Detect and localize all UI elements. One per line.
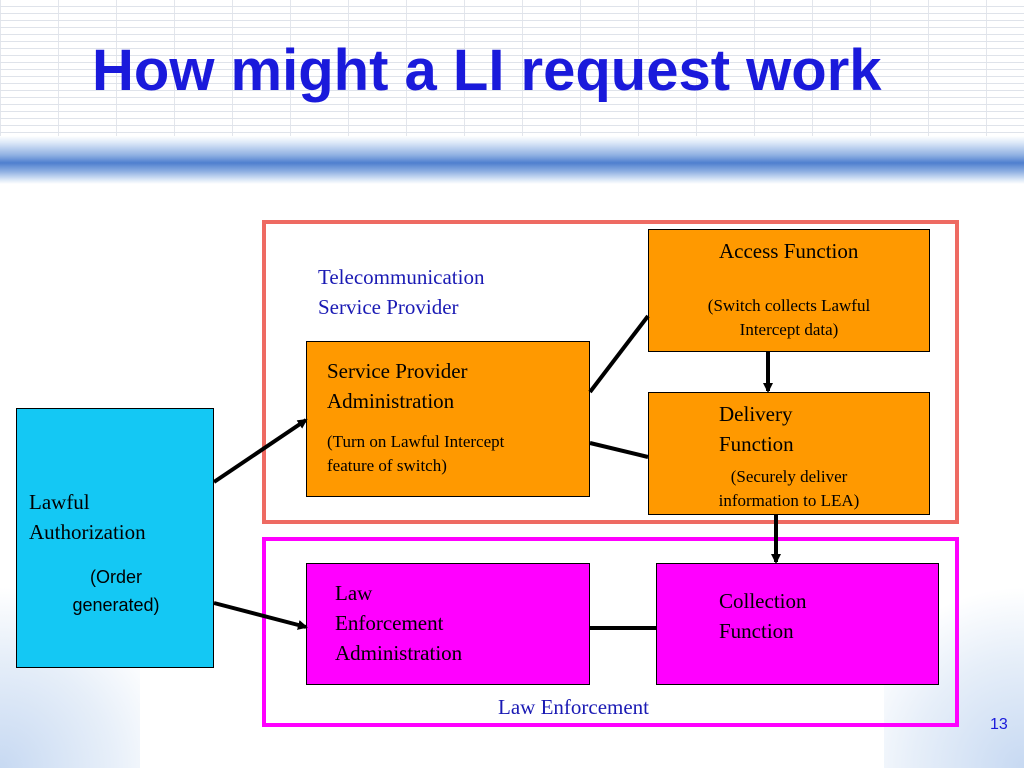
node-title-line: Service Provider bbox=[327, 359, 468, 383]
node-subtitle: (Switch collects Lawful Intercept data) bbox=[649, 294, 929, 342]
node-subtitle-line: (Switch collects Lawful bbox=[707, 296, 871, 315]
node-title-line: Delivery bbox=[719, 402, 793, 426]
node-title: Law Enforcement Administration bbox=[335, 578, 462, 668]
node-title-line: Function bbox=[719, 432, 794, 456]
group-label-telecom-provider: Telecommunication Service Provider bbox=[318, 262, 484, 322]
node-title-line: Collection bbox=[719, 589, 807, 613]
node-subtitle-line: information to LEA) bbox=[718, 491, 860, 510]
node-subtitle: (Turn on Lawful Intercept feature of swi… bbox=[327, 430, 504, 478]
header-band bbox=[0, 136, 1024, 184]
group-label-line: Service Provider bbox=[318, 295, 459, 319]
node-subtitle-line: (Securely deliver bbox=[730, 467, 848, 486]
edge-spa-to-access bbox=[588, 314, 650, 394]
node-subtitle-line: (Order bbox=[89, 567, 142, 587]
group-law-enforcement bbox=[262, 537, 959, 727]
node-subtitle-line: Intercept data) bbox=[739, 320, 839, 339]
node-delivery-function: Delivery Function (Securely deliver info… bbox=[648, 392, 930, 515]
node-collection-function: Collection Function bbox=[656, 563, 939, 685]
node-title: Access Function bbox=[719, 236, 858, 266]
edge-lawful-to-spa bbox=[212, 418, 308, 484]
edge-spa-to-delivery bbox=[589, 441, 649, 459]
group-label-law-enforcement: Law Enforcement bbox=[498, 695, 650, 719]
node-subtitle: (Order generated) bbox=[17, 563, 215, 619]
node-lawful-authorization: Lawful Authorization (Order generated) bbox=[16, 408, 214, 668]
node-title-line: Lawful bbox=[29, 490, 90, 514]
node-title: Collection Function bbox=[719, 586, 807, 646]
node-law-enforcement-administration: Law Enforcement Administration bbox=[306, 563, 590, 685]
node-title-line: Administration bbox=[327, 389, 455, 413]
edge-lawful-to-lea bbox=[213, 601, 308, 630]
node-title-line: Authorization bbox=[29, 520, 146, 544]
node-title-line: Function bbox=[719, 619, 794, 643]
page-number: 13 bbox=[990, 716, 1008, 733]
node-title: Delivery Function bbox=[719, 399, 794, 459]
node-title-line: Access Function bbox=[719, 239, 859, 263]
node-subtitle-line: feature of switch) bbox=[327, 456, 447, 475]
node-subtitle-line: generated) bbox=[72, 595, 160, 615]
slide-title: How might a LI request work bbox=[92, 38, 882, 103]
node-title-line: Law bbox=[335, 581, 373, 605]
node-subtitle: (Securely deliver information to LEA) bbox=[649, 465, 929, 513]
node-title-line: Enforcement bbox=[335, 611, 444, 635]
group-telecom-provider bbox=[262, 220, 959, 524]
node-service-provider-administration: Service Provider Administration (Turn on… bbox=[306, 341, 590, 497]
node-title-line: Administration bbox=[335, 641, 463, 665]
node-title: Lawful Authorization bbox=[29, 487, 146, 547]
header-background bbox=[0, 0, 1024, 140]
group-label-line: Telecommunication bbox=[318, 265, 485, 289]
node-title: Service Provider Administration bbox=[327, 356, 468, 416]
node-access-function: Access Function (Switch collects Lawful … bbox=[648, 229, 930, 352]
node-subtitle-line: (Turn on Lawful Intercept bbox=[327, 432, 505, 451]
